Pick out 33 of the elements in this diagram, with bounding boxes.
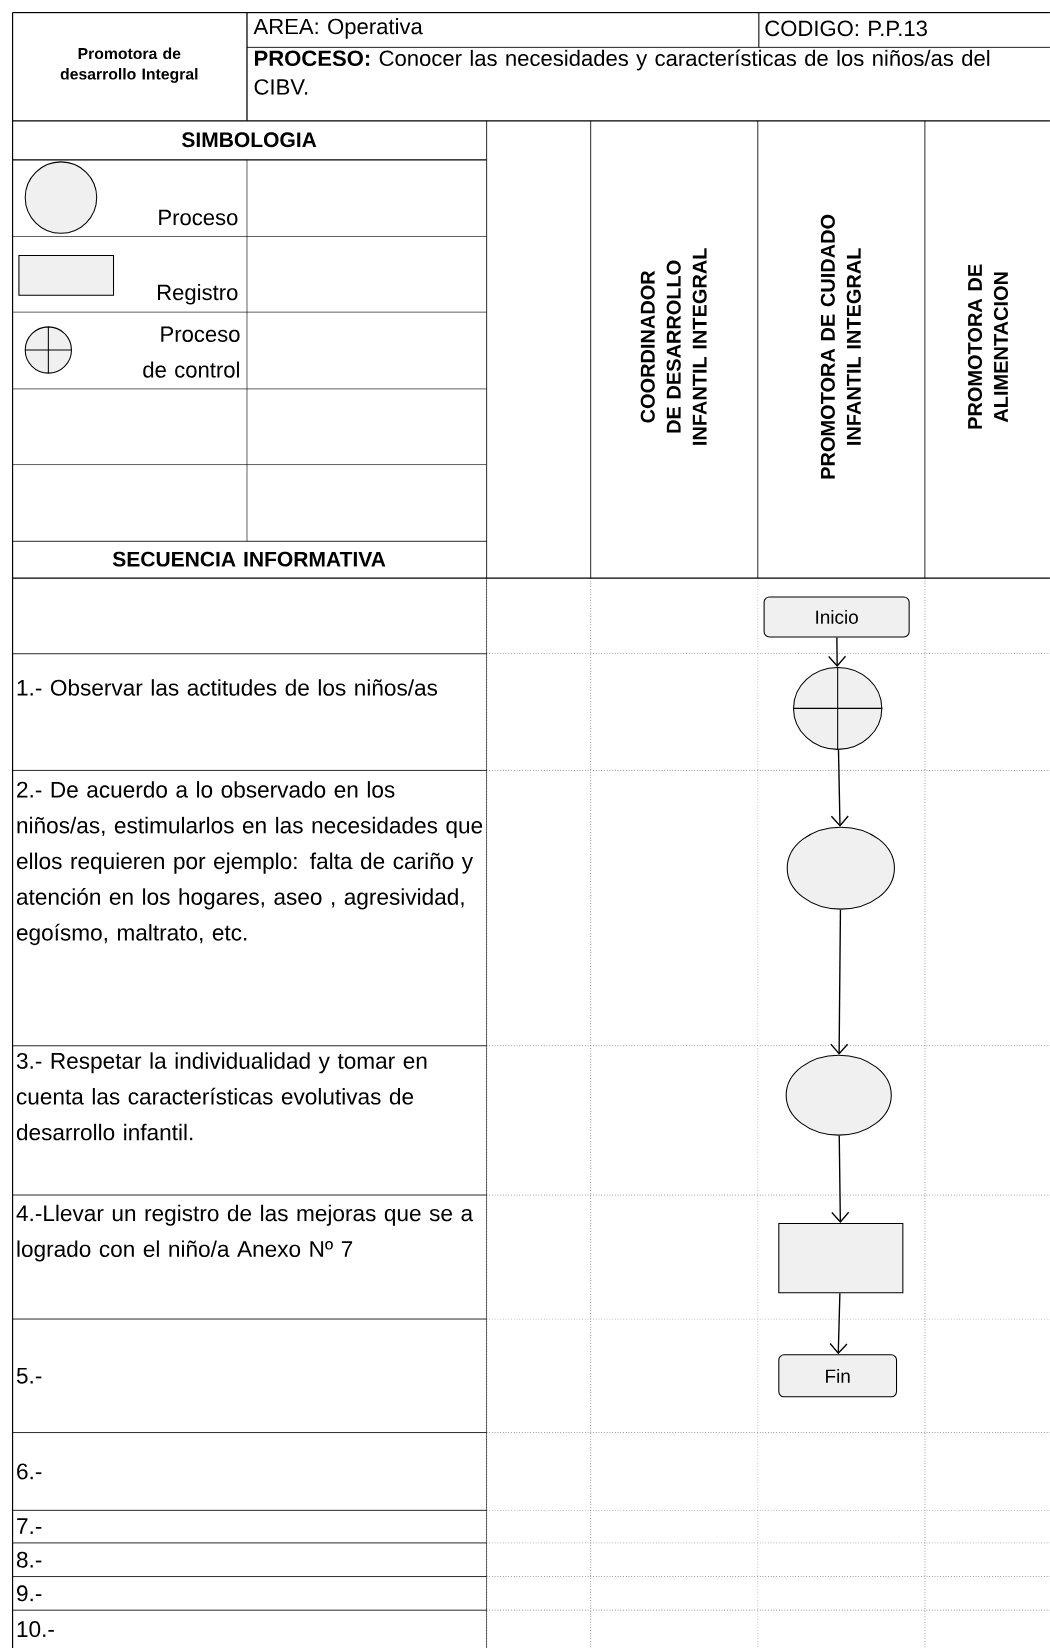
header-text: AREA: Operativa (253, 18, 423, 39)
terminal-box: Fin (778, 1354, 898, 1398)
column-header: PROMOTORA DE CUIDADO INFANTIL INTEGRAL (820, 214, 861, 479)
step-text: 1.- Observar las actitudes de los niños/as (17, 679, 438, 696)
arrow (828, 636, 847, 667)
step-text: 9.- (17, 1585, 42, 1602)
section-heading: SIMBOLOGIA (182, 132, 317, 148)
step-text: 6.- (17, 1463, 42, 1480)
step-text: 4.-Llevar un registro de las mejoras que se a logrado con el niño/a Anexo Nº 7 (16, 1204, 474, 1262)
terminal-box: Inicio (763, 596, 910, 638)
legend-label: Registro (158, 284, 238, 305)
legend-label: Proceso de control (143, 326, 240, 378)
arrow (831, 1134, 850, 1223)
legend-label: Proceso (159, 209, 238, 226)
process-ellipse (785, 1054, 892, 1136)
header-text: CODIGO: P.P.13 (765, 20, 927, 37)
step-text: 2.- De acuerdo a lo observado en los niños/as, estimularlos en las necesidades que ellos requieren por ejemplo: falta de cariño y atención en los hogares, aseo , agresividad, egoísmo, maltrato, etc. (16, 781, 483, 946)
column-header: PROMOTORA DE ALIMENTACION (967, 264, 1009, 429)
step-text: 5.- (16, 1367, 42, 1384)
section-heading: SECUENCIA INFORMATIVA (112, 551, 386, 567)
header-text: PROCESO: Conocer las necesidades y características de los niños/as del CIBV. (254, 49, 990, 95)
step-text: 8.- (17, 1551, 42, 1568)
arrow (830, 749, 849, 827)
step-text: 7.- (17, 1518, 42, 1534)
step-text: 10.- (17, 1621, 54, 1638)
arrow (829, 1292, 848, 1355)
header-text: Promotora de desarrollo Integral (60, 47, 198, 83)
control-circle (792, 666, 883, 751)
record-box (778, 1222, 904, 1294)
process-ellipse (786, 826, 895, 910)
step-text: 3.- Respetar la individualidad y tomar en cuenta las características evolutivas de desarrollo infantil. (16, 1052, 427, 1141)
arrow (830, 909, 849, 1055)
column-header: COORDINADOR DE DESARROLLO INFANTIL INTEGRAL (640, 248, 707, 445)
